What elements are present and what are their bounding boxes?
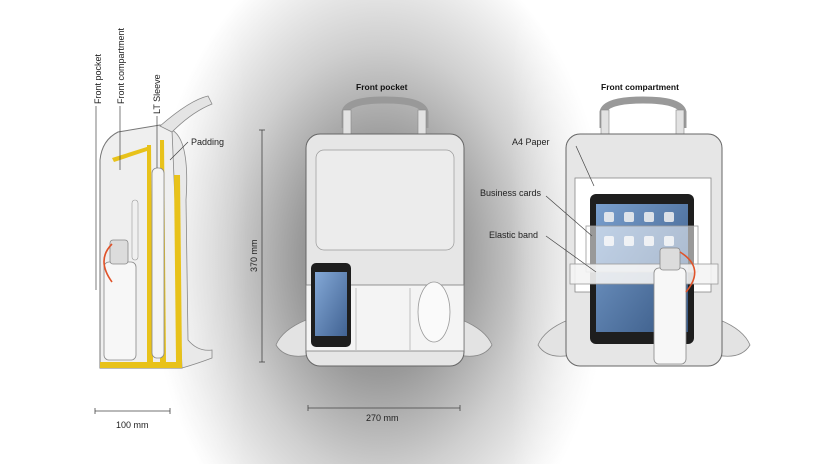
height-dimension: 370 mm — [249, 239, 259, 272]
label-front-pocket: Front pocket — [93, 53, 103, 104]
pocket-width-dimension: 270 mm — [366, 413, 399, 423]
side-view-backpack — [94, 95, 213, 414]
side-width-dimension: 100 mm — [116, 420, 149, 430]
label-elastic-band: Elastic band — [489, 230, 539, 240]
label-padding: Padding — [191, 137, 225, 147]
label-a4-paper: A4 Paper — [512, 137, 550, 147]
front-compartment-backpack — [537, 96, 751, 367]
label-front-compartment: Front compartment — [116, 27, 126, 104]
front-pocket-backpack — [259, 96, 493, 411]
front-compartment-title: Front compartment — [601, 82, 679, 92]
label-lt-sleeve: LT Sleeve — [152, 74, 162, 114]
label-business-cards: Business cards — [480, 188, 542, 198]
front-pocket-title: Front pocket — [356, 82, 408, 92]
